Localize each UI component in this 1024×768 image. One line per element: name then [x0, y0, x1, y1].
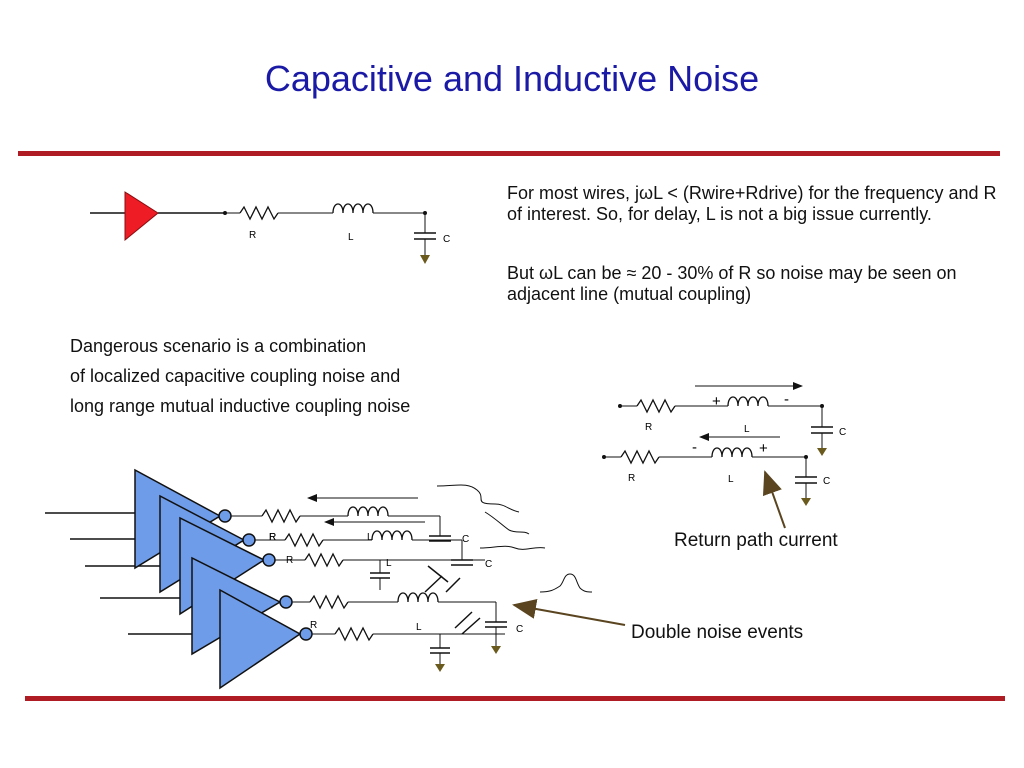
dangerous-scenario-text: Dangerous scenario is a combination of l… [70, 331, 510, 421]
ground-icon [420, 255, 430, 264]
svg-text:R: R [628, 473, 635, 484]
buffer-5 [219, 588, 302, 690]
label-l: L [348, 232, 354, 243]
dangerous-line-3: long range mutual inductive coupling noi… [70, 396, 411, 416]
resistor-r [239, 205, 279, 221]
svg-text:L: L [367, 532, 373, 543]
slide-title: Capacitive and Inductive Noise [264, 58, 760, 99]
svg-text:R: R [269, 532, 276, 543]
svg-text:L: L [416, 622, 422, 633]
svg-text:R: R [310, 620, 317, 631]
dangerous-line-1: Dangerous scenario is a combination [70, 336, 367, 356]
bottom-divider [25, 696, 1005, 701]
svg-text:R: R [286, 555, 293, 566]
return-path-callout: Return path current [674, 530, 838, 551]
minus-top: - [784, 391, 789, 408]
paragraph-noise: But ωL can be ≈ 20 - 30% of R so noise m… [507, 263, 957, 304]
svg-text:L: L [728, 474, 734, 485]
label-c: C [443, 234, 450, 245]
label-r: R [249, 230, 256, 241]
stacked-buffers: R R R R L L L C C C [45, 468, 626, 690]
svg-text:C: C [462, 534, 469, 545]
svg-text:R: R [269, 532, 276, 543]
svg-text:C: C [823, 476, 830, 487]
red-driver-triangle [124, 191, 159, 242]
top-divider [18, 151, 1000, 156]
svg-text:C: C [839, 427, 846, 438]
paragraph-delay: For most wires, jωL < (Rwire+Rdrive) for… [507, 183, 997, 224]
svg-text:L: L [744, 424, 750, 435]
svg-text:L: L [386, 558, 392, 569]
minus-bottom: - [692, 439, 697, 456]
mutual-coupling-circuit: + - R L C - + R L C [602, 382, 846, 529]
inductor-l [332, 203, 374, 214]
dangerous-line-2: of localized capacitive coupling noise a… [70, 366, 401, 386]
svg-text:C: C [516, 624, 523, 635]
plus-bottom: + [759, 440, 768, 457]
rlc-driver-circuit: R L C [90, 191, 450, 264]
double-noise-callout: Double noise events [631, 622, 804, 643]
svg-text:R: R [645, 422, 652, 433]
plus-top: + [712, 393, 721, 410]
svg-text:C: C [485, 559, 492, 570]
